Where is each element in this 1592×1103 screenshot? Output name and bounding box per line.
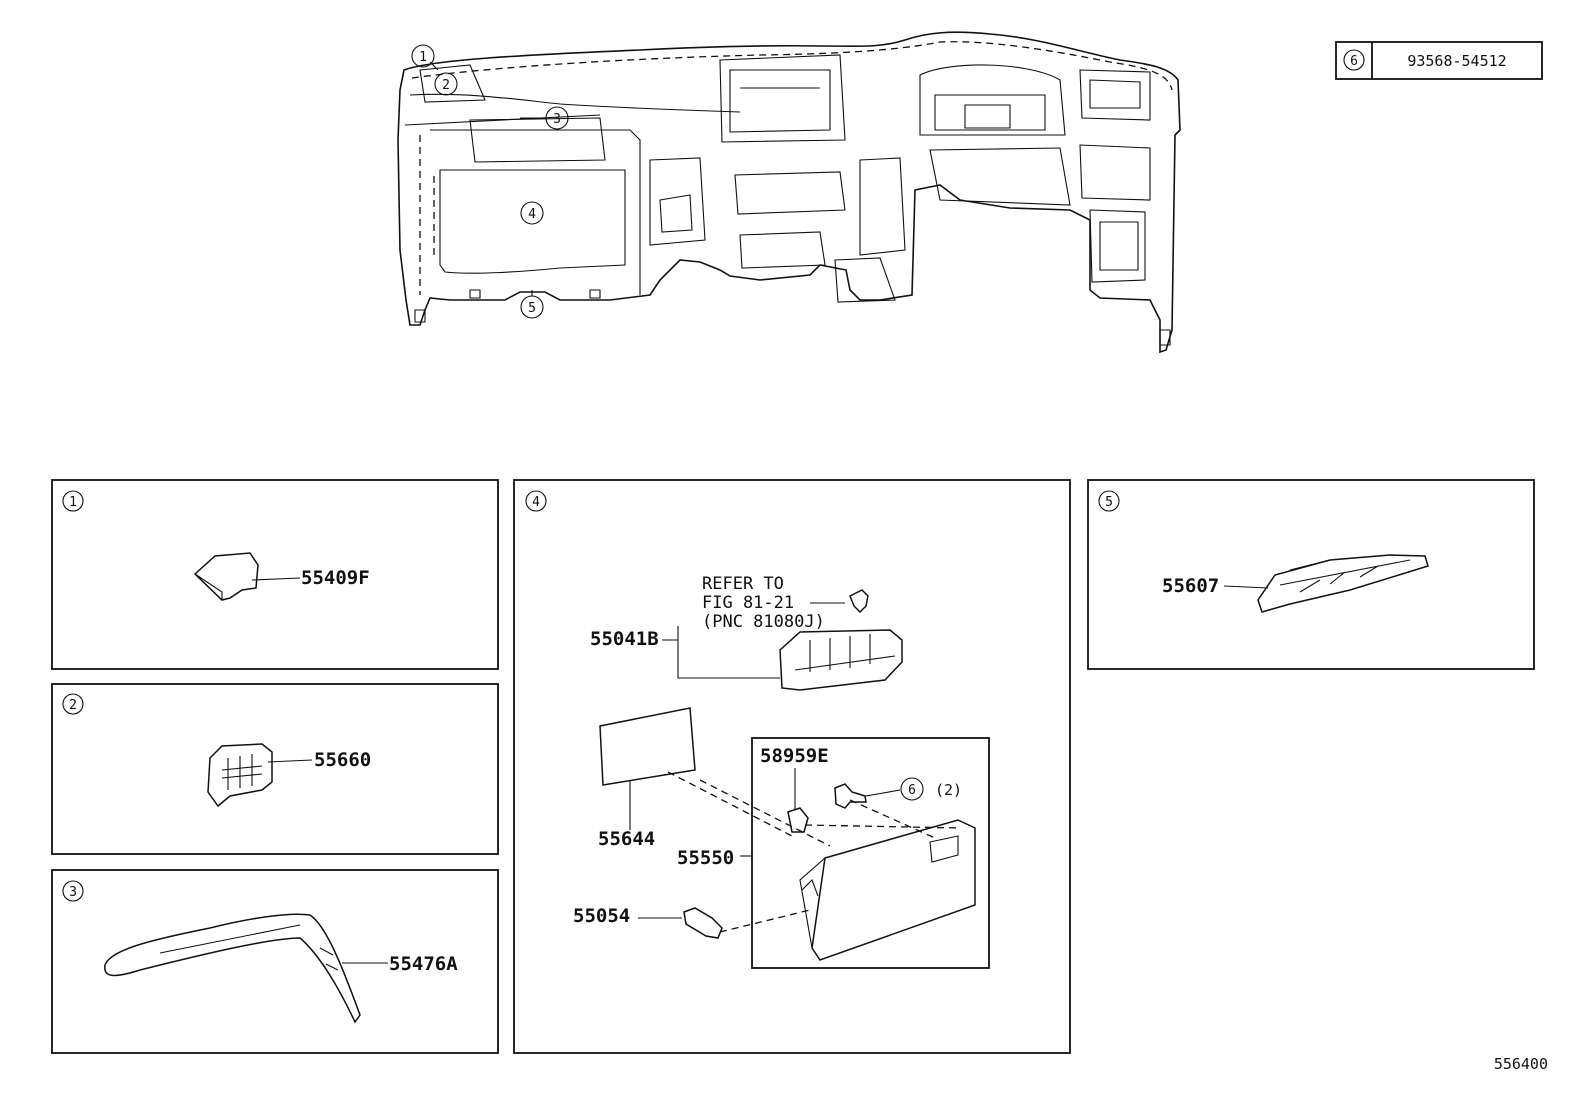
panel-part-55409F-drawing <box>193 552 259 601</box>
overview-callout-4: 4 <box>528 207 536 222</box>
instrument-panel-overview: 1 2 3 4 5 <box>397 31 1181 354</box>
panel-part-55041B-drawing <box>779 629 903 691</box>
fastener-reference-box: 6 93568-54512 <box>1335 41 1543 80</box>
panel-part-58959E-drawing <box>787 807 809 833</box>
panel-part-55054-drawing <box>683 907 723 939</box>
overview-callout-3: 3 <box>553 112 561 127</box>
part-55550: 55550 <box>677 847 734 869</box>
part-55041B: 55041B <box>590 628 659 650</box>
panel-5: 5 55607 <box>1087 479 1535 670</box>
panel-2-callout: 2 <box>69 698 77 713</box>
panel-4-quantity: (2) <box>935 781 962 799</box>
panel-part-55476A-drawing <box>104 913 361 1024</box>
part-55607: 55607 <box>1162 575 1219 597</box>
bolt-drawing <box>834 783 867 809</box>
overview-callout-2: 2 <box>442 78 450 93</box>
panel-1: 1 55409F <box>51 479 499 670</box>
panel-3-callout: 3 <box>69 885 77 900</box>
overview-callout-5: 5 <box>528 301 536 316</box>
panel-4-sub-callout: 6 <box>908 783 916 798</box>
panel-3: 3 55476A <box>51 869 499 1054</box>
panel-part-55607-drawing <box>1257 554 1429 613</box>
part-58959E: 58959E <box>760 745 829 767</box>
panel-part-55550-drawing <box>811 819 976 961</box>
panel-4-callout: 4 <box>532 495 540 510</box>
diagram-number: 556400 <box>1494 1055 1548 1073</box>
reference-line-1: REFER TO <box>702 574 784 594</box>
part-55409F: 55409F <box>301 567 370 589</box>
panel-2: 2 55660 <box>51 683 499 855</box>
reference-line-2: FIG 81-21 <box>702 593 794 613</box>
panel-1-callout: 1 <box>69 495 77 510</box>
fastener-callout: 6 <box>1350 54 1358 69</box>
clip-drawing <box>849 589 869 614</box>
part-55054: 55054 <box>573 905 630 927</box>
panel-4: 4 REFER TO FIG 81-21 (PNC 81080J) 55041B… <box>513 479 1071 1054</box>
part-55660: 55660 <box>314 749 371 771</box>
panel-5-callout: 5 <box>1105 495 1113 510</box>
overview-callout-1: 1 <box>419 50 427 65</box>
reference-line-3: (PNC 81080J) <box>702 612 825 632</box>
fastener-part-number: 93568-54512 <box>1407 52 1506 70</box>
panel-part-55644-drawing <box>599 707 696 786</box>
part-55644: 55644 <box>598 828 655 850</box>
part-55476A: 55476A <box>389 953 458 975</box>
